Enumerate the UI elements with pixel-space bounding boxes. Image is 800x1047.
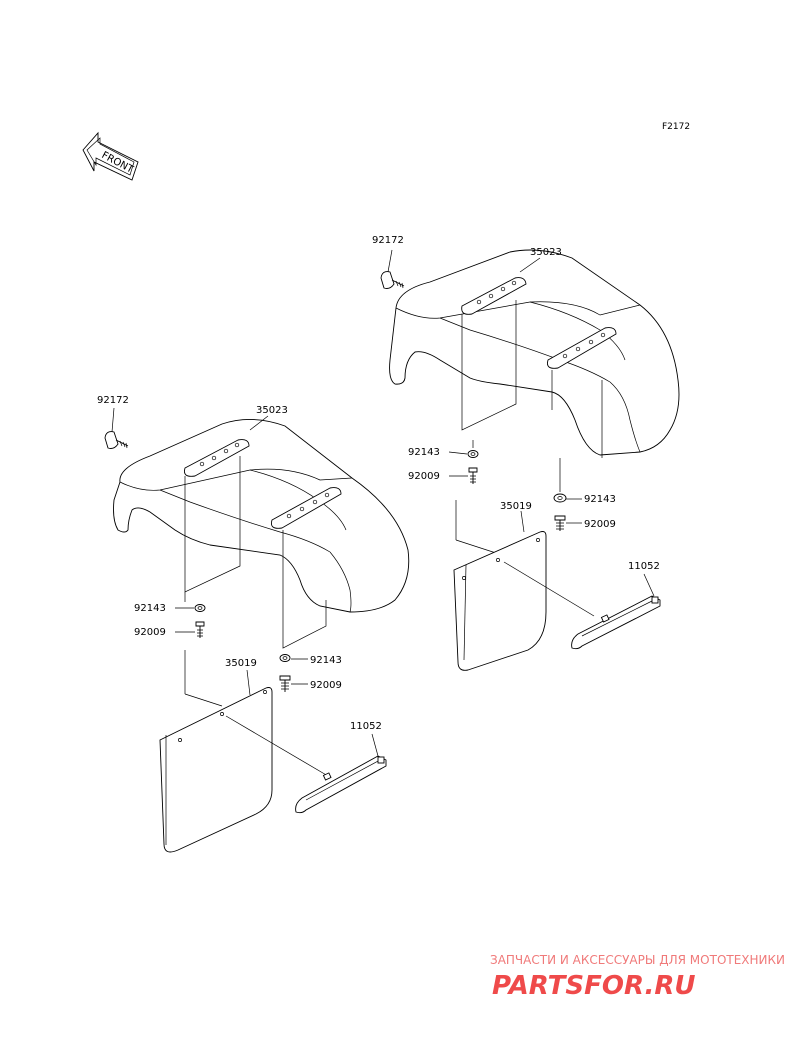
- label-left-bolt-b: 92009: [310, 680, 342, 691]
- right-bracket: [571, 595, 661, 650]
- right-bolt-a-icon: [468, 467, 478, 484]
- left-bolt-a-icon: [195, 621, 205, 638]
- label-left-washer-b: 92143: [310, 655, 342, 666]
- label-right-bolt-top: 92172: [372, 235, 404, 246]
- left-washer-a-icon: [194, 604, 206, 612]
- left-top-bolt-icon: [104, 407, 129, 449]
- right-washer-a-icon: [467, 450, 479, 458]
- label-left-flap: 35019: [225, 658, 257, 669]
- watermark-brand: PARTSFOR.RU: [492, 971, 695, 1001]
- label-right-flap: 35019: [500, 501, 532, 512]
- right-top-bolt-icon: [380, 249, 405, 289]
- left-bracket: [295, 755, 387, 814]
- label-right-fender: 35023: [530, 247, 562, 258]
- left-fender: [113, 419, 410, 649]
- label-right-bolt-a: 92009: [408, 471, 440, 482]
- diagram-code: F2172: [662, 122, 690, 132]
- right-washer-b-icon: [553, 493, 567, 503]
- label-right-bolt-b: 92009: [584, 519, 616, 530]
- left-bolt-b-icon: [279, 675, 291, 692]
- label-right-washer-b: 92143: [584, 494, 616, 505]
- left-washer-b-icon: [279, 654, 291, 662]
- label-left-bolt-a: 92009: [134, 627, 166, 638]
- front-arrow-icon: FRONT: [82, 131, 139, 181]
- right-mud-flap: [453, 531, 547, 671]
- label-left-washer-a: 92143: [134, 603, 166, 614]
- label-left-bracket: 11052: [350, 721, 382, 732]
- right-bolt-b-icon: [554, 515, 566, 531]
- right-fender: [389, 249, 680, 458]
- label-right-bracket: 11052: [628, 561, 660, 572]
- label-left-fender: 35023: [256, 405, 288, 416]
- watermark-tagline: ЗАПЧАСТИ И АКСЕССУАРЫ ДЛЯ МОТОТЕХНИКИ: [490, 953, 785, 967]
- label-left-bolt-top: 92172: [97, 395, 129, 406]
- label-right-washer-a: 92143: [408, 447, 440, 458]
- left-mud-flap: [159, 687, 273, 853]
